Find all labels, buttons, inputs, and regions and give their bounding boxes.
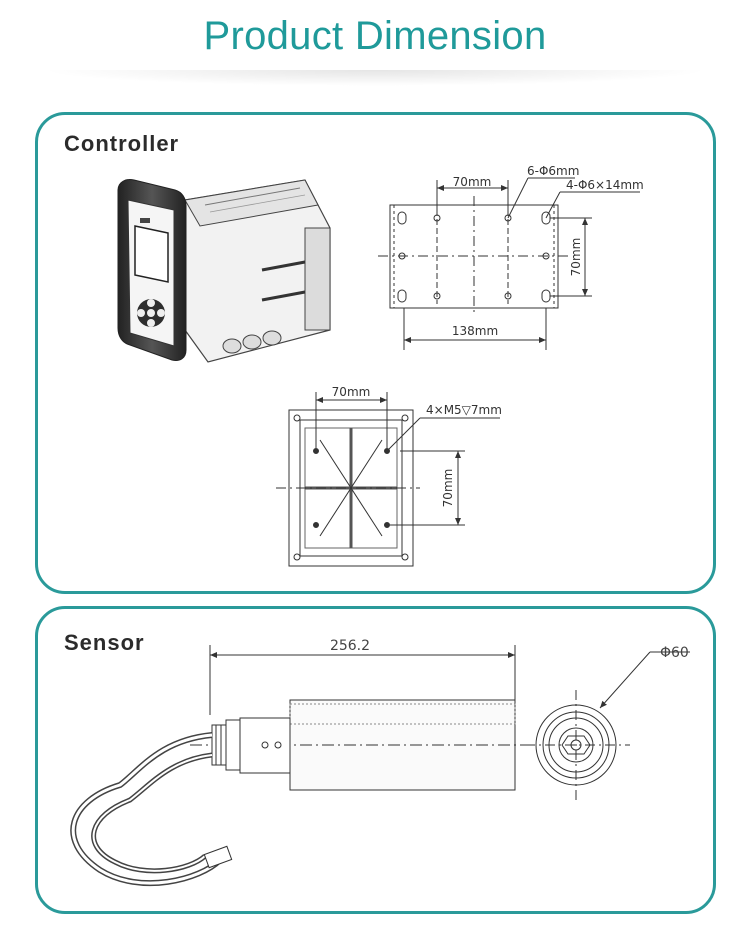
dim-screws: 4×M5▽7mm — [426, 403, 502, 417]
title-shadow — [40, 70, 710, 86]
sensor-label: Sensor — [64, 630, 145, 655]
dim-back-width: 70mm — [332, 385, 371, 399]
dim-top-width: 70mm — [453, 175, 492, 189]
page-title: Product Dimension — [203, 14, 547, 58]
sensor-length: 256.2 — [330, 638, 370, 654]
controller-back-drawing — [276, 392, 500, 567]
controller-device-illustration — [117, 179, 331, 363]
sensor-drawing — [70, 645, 690, 886]
dim-holes-6: 6-Φ6mm — [527, 164, 579, 178]
controller-label: Controller — [64, 131, 180, 156]
dim-total-width: 138mm — [452, 324, 498, 338]
dim-holes-4: 4-Φ6×14mm — [566, 178, 644, 192]
dim-height: 70mm — [569, 238, 583, 277]
mounting-plate-drawing — [378, 177, 640, 350]
sensor-diameter: Φ60 — [660, 645, 689, 661]
dim-back-height: 70mm — [441, 469, 455, 508]
